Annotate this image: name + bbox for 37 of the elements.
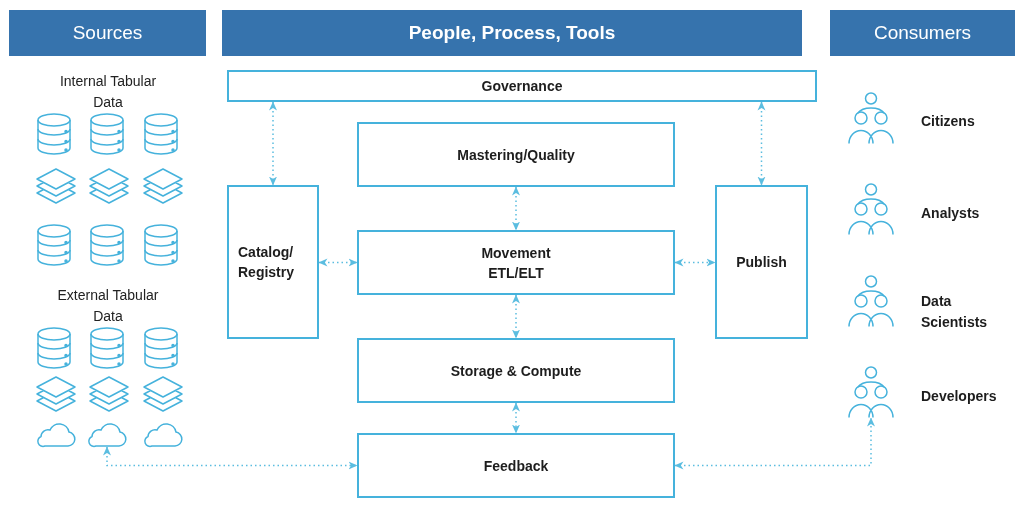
process-box xyxy=(227,185,319,339)
header-title: People, Process, Tools xyxy=(408,23,616,43)
process-label: Governance xyxy=(481,77,563,96)
process-box xyxy=(715,185,808,339)
process-label: Feedback xyxy=(483,456,549,476)
process-box xyxy=(357,122,675,187)
process-label: Mastering/Quality xyxy=(457,145,575,165)
process-label: Movement ETL/ELT xyxy=(480,243,552,283)
dotted-arrow xyxy=(512,186,520,231)
header-bar xyxy=(222,10,802,56)
process-label: Publish xyxy=(736,253,787,272)
process-box xyxy=(357,433,675,498)
section-label: External Tabular Data xyxy=(56,286,160,326)
process-box xyxy=(357,338,675,403)
process-label: Catalog/ Registry xyxy=(238,243,296,282)
section-label: Internal Tabular Data xyxy=(58,72,158,112)
process-label: Storage & Compute xyxy=(450,361,582,381)
dotted-arrow xyxy=(757,101,766,186)
dotted-arrow xyxy=(512,402,520,434)
dotted-arrow xyxy=(674,417,875,470)
header-bar xyxy=(9,10,206,56)
header-title: Sources xyxy=(72,23,143,43)
consumer-label: Developers xyxy=(921,387,997,406)
process-box xyxy=(227,70,817,102)
consumer-label: Analysts xyxy=(921,204,980,223)
consumer-label: Citizens xyxy=(921,112,975,131)
process-box xyxy=(357,230,675,295)
header-title: Consumers xyxy=(873,23,972,43)
dotted-arrow xyxy=(512,294,520,339)
cloud-icon xyxy=(87,423,127,447)
header-bar xyxy=(830,10,1015,56)
dotted-arrow xyxy=(269,101,277,186)
consumer-label: Data Scientists xyxy=(921,292,989,332)
dotted-arrow xyxy=(674,258,716,267)
people-icon xyxy=(846,366,896,418)
dotted-arrow xyxy=(318,258,358,267)
dotted-arrow xyxy=(103,446,358,470)
